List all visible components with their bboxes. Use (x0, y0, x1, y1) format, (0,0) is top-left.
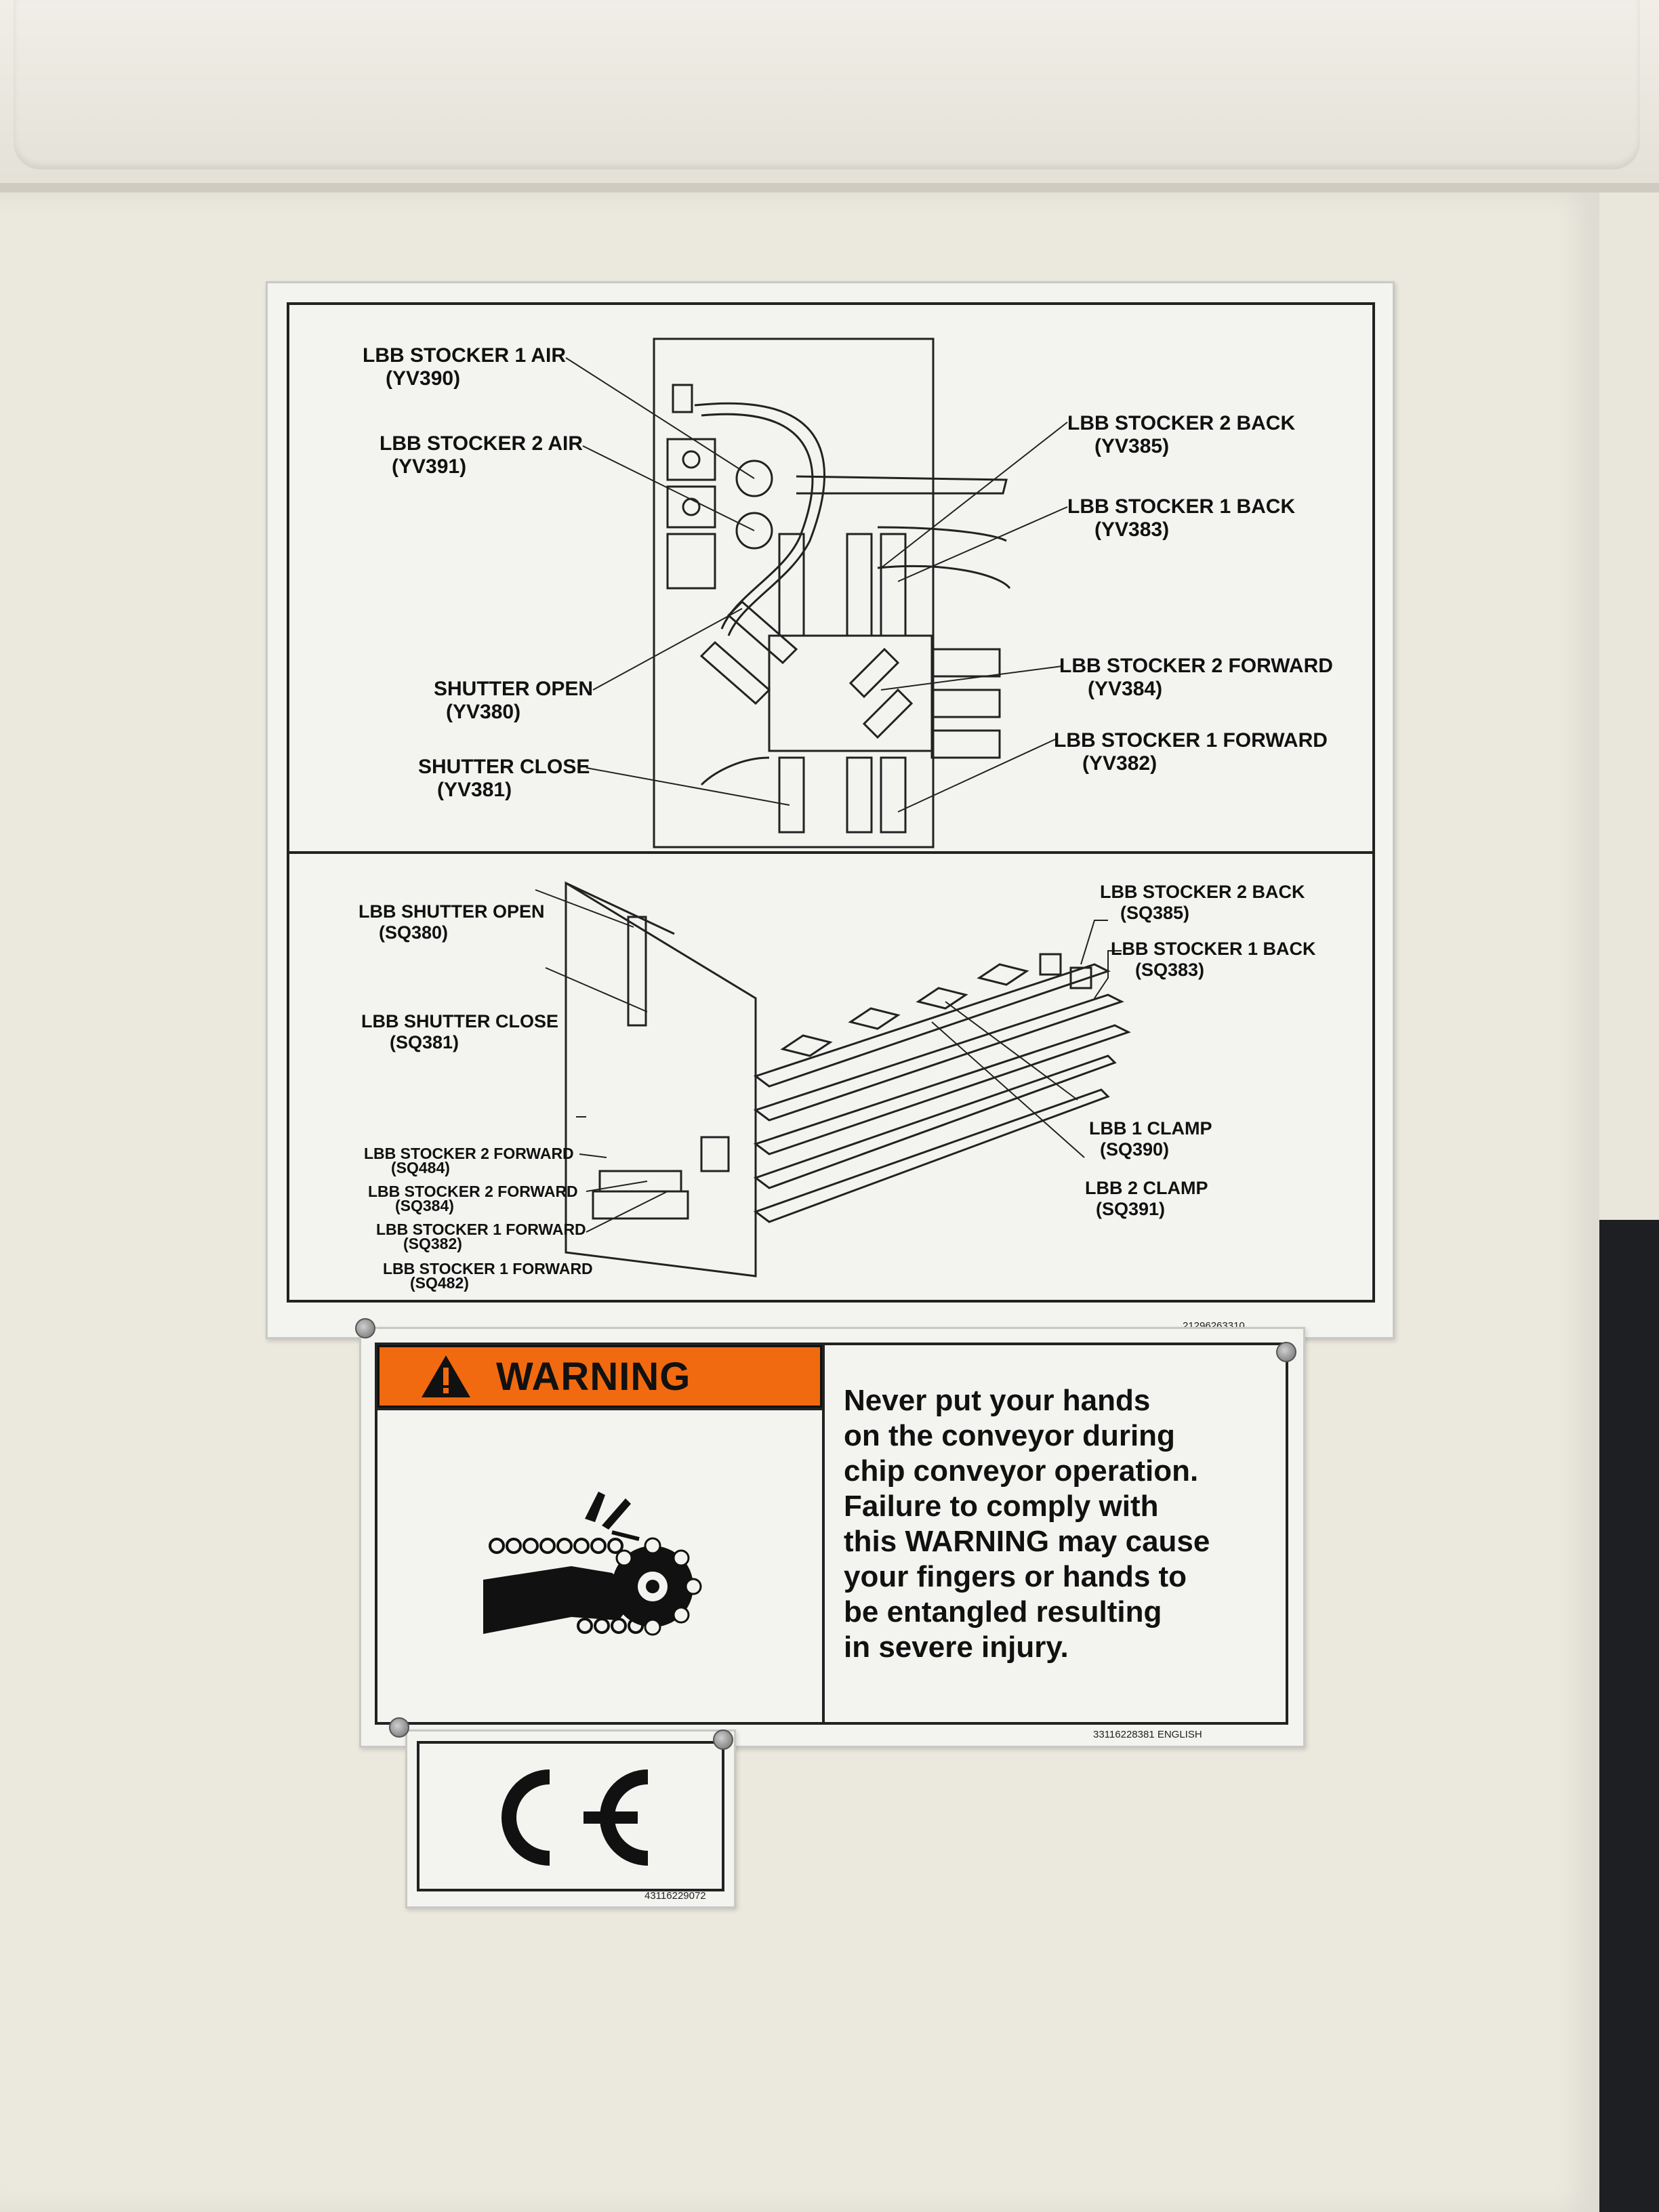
label-lbb-shutter-close-sensor: LBB SHUTTER CLOSE (SQ381) (361, 1011, 559, 1052)
label-lbb-stocker-1-forward-valve: LBB STOCKER 1 FORWARD (YV382) (1054, 729, 1328, 775)
warning-triangle-icon (422, 1355, 470, 1397)
label-lbb-stocker-2-air: LBB STOCKER 2 AIR (YV391) (380, 432, 583, 478)
label-shutter-open: SHUTTER OPEN (YV380) (434, 678, 594, 723)
screw (1276, 1342, 1296, 1362)
screw (713, 1729, 733, 1750)
diagram-divider (287, 851, 1372, 854)
label-lbb-stocker-2-back-valve: LBB STOCKER 2 BACK (YV385) (1067, 412, 1296, 457)
label-lbb-1-clamp: LBB 1 CLAMP (SQ390) (1089, 1118, 1212, 1160)
warning-header-rule (377, 1408, 822, 1410)
ce-part-number: 43116229072 (644, 1890, 706, 1902)
label-lbb-stocker-2-forward-valve: LBB STOCKER 2 FORWARD (YV384) (1059, 655, 1333, 700)
warning-title: WARNING (496, 1354, 691, 1399)
warning-header: WARNING (377, 1345, 822, 1408)
hand-entanglement-icon (483, 1492, 702, 1636)
cabinet-shadow-edge (1599, 1220, 1659, 2212)
label-lbb-stocker-2-forward-sq384: LBB STOCKER 2 FORWARD (SQ384) (368, 1183, 578, 1214)
label-lbb-stocker-1-forward-sq382: LBB STOCKER 1 FORWARD (SQ382) (376, 1221, 586, 1252)
diagram-frame (287, 302, 1375, 1303)
label-lbb-2-clamp: LBB 2 CLAMP (SQ391) (1085, 1178, 1208, 1219)
valve-manifold-drawing (565, 337, 1068, 848)
warning-column-divider (822, 1343, 825, 1722)
warning-frame (375, 1343, 1288, 1725)
label-lbb-stocker-2-forward-sq484: LBB STOCKER 2 FORWARD (SQ484) (364, 1145, 574, 1176)
ce-label-plate: CE 43116229072 (405, 1729, 736, 1908)
label-lbb-shutter-open-sensor: LBB SHUTTER OPEN (SQ380) (359, 901, 545, 943)
label-lbb-stocker-1-back-valve: LBB STOCKER 1 BACK (YV383) (1067, 495, 1296, 541)
label-lbb-stocker-1-forward-sq482: LBB STOCKER 1 FORWARD (SQ482) (383, 1260, 593, 1292)
label-lbb-stocker-1-back-sensor: LBB STOCKER 1 BACK (SQ383) (1111, 939, 1316, 980)
warning-message: Never put your hands on the conveyor dur… (844, 1384, 1210, 1664)
label-shutter-close: SHUTTER CLOSE (YV381) (418, 756, 590, 801)
diagram-label-plate: LBB STOCKER 1 AIR (YV390) LBB STOCKER 2 … (266, 281, 1395, 1339)
stocker-mechanism-drawing (535, 881, 1131, 1277)
label-lbb-stocker-1-air: LBB STOCKER 1 AIR (YV390) (363, 344, 567, 390)
ce-mark-icon (501, 1769, 649, 1866)
ce-frame (417, 1741, 724, 1891)
warning-part-number: 33116228381 ENGLISH (1093, 1729, 1202, 1740)
label-lbb-stocker-2-back-sensor: LBB STOCKER 2 BACK (SQ385) (1100, 882, 1305, 923)
warning-label-plate: WARNING Never put your hands on the conv… (359, 1327, 1305, 1748)
screw (389, 1717, 409, 1738)
screw (355, 1318, 375, 1338)
cabinet-top-panel (0, 0, 1659, 192)
